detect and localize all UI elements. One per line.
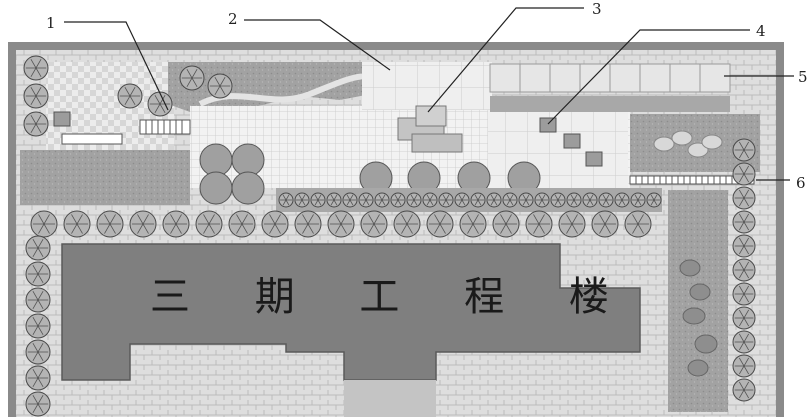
shrub-symbol <box>646 192 662 208</box>
tree-symbol <box>591 210 619 238</box>
shrub-symbol <box>550 192 566 208</box>
tree-symbol <box>732 162 756 186</box>
shrub-row-top-right <box>490 96 730 112</box>
shrub-symbol <box>342 192 358 208</box>
shrub-symbol <box>486 192 502 208</box>
callout-1: 1 <box>46 14 56 32</box>
tree-column-right <box>732 138 756 402</box>
large-trees <box>199 143 541 205</box>
tree-symbol <box>25 313 51 339</box>
tree-symbol <box>23 111 49 137</box>
leader-3 <box>427 7 584 113</box>
shrub-symbol <box>438 192 454 208</box>
shrub-symbol <box>598 192 614 208</box>
tree-symbol <box>732 138 756 162</box>
callout-4: 4 <box>756 22 766 40</box>
tree-symbol <box>327 210 355 238</box>
shrub-symbol <box>294 192 310 208</box>
shrub-symbol <box>454 192 470 208</box>
shrub-symbol <box>534 192 550 208</box>
shrub-symbol <box>470 192 486 208</box>
callout-5: 5 <box>798 68 808 86</box>
tree-symbol <box>732 282 756 306</box>
shrub-symbol <box>566 192 582 208</box>
tree-symbol <box>732 378 756 402</box>
tree-symbol <box>294 210 322 238</box>
shrub-symbol <box>630 192 646 208</box>
tree-symbol <box>96 210 124 238</box>
shrub-symbol <box>582 192 598 208</box>
tree-symbol <box>732 210 756 234</box>
shrub-symbol <box>358 192 374 208</box>
leader-2 <box>244 19 391 71</box>
tree-symbol <box>459 210 487 238</box>
stepping-stones <box>653 130 723 158</box>
tree-symbol <box>25 235 51 261</box>
pergola-bars <box>489 63 731 93</box>
tree-symbol <box>25 391 51 417</box>
tree-symbol <box>624 210 652 238</box>
tree-symbol <box>63 210 91 238</box>
tree-symbol <box>25 261 51 287</box>
pavilion <box>397 105 463 153</box>
tree-symbol <box>492 210 520 238</box>
tree-symbol <box>30 210 58 238</box>
step-tiles <box>539 117 603 167</box>
tree-cluster-top-left <box>23 55 233 137</box>
leader-4 <box>547 29 750 125</box>
shrub-symbol <box>502 192 518 208</box>
shrub-symbol <box>614 192 630 208</box>
leader-1 <box>64 21 169 111</box>
shrub-symbol <box>374 192 390 208</box>
tree-symbol <box>393 210 421 238</box>
tree-symbol <box>25 365 51 391</box>
flower-bed-right <box>679 259 718 377</box>
tree-symbol <box>25 287 51 313</box>
tree-symbol <box>129 210 157 238</box>
callout-3: 3 <box>592 0 602 18</box>
hedge-shrubs <box>278 192 662 208</box>
shrub-symbol <box>278 192 294 208</box>
shrub-symbol <box>422 192 438 208</box>
tree-symbol <box>147 91 173 117</box>
right-planting-bed <box>668 190 728 412</box>
shrub-symbol <box>406 192 422 208</box>
tree-symbol <box>426 210 454 238</box>
tree-symbol <box>23 83 49 109</box>
tree-symbol <box>228 210 256 238</box>
courtyard-paving <box>344 380 436 417</box>
tree-symbol <box>525 210 553 238</box>
tree-symbol <box>732 306 756 330</box>
tree-symbol <box>360 210 388 238</box>
tree-symbol <box>732 258 756 282</box>
tree-symbol <box>261 210 289 238</box>
tree-symbol <box>25 339 51 365</box>
tree-symbol <box>179 65 205 91</box>
plaza-upper <box>362 62 492 110</box>
shrub-symbol <box>326 192 342 208</box>
top-left-grass-bed <box>20 150 190 205</box>
tree-symbol <box>732 234 756 258</box>
tree-column-left <box>25 235 51 417</box>
tree-symbol <box>732 186 756 210</box>
shrub-symbol <box>518 192 534 208</box>
tree-symbol <box>732 354 756 378</box>
tree-symbol <box>117 83 143 109</box>
tree-symbol <box>207 73 233 99</box>
callout-6: 6 <box>796 174 806 192</box>
tree-row-top <box>30 210 652 238</box>
tree-symbol <box>162 210 190 238</box>
tree-symbol <box>732 330 756 354</box>
tree-symbol <box>23 55 49 81</box>
shrub-symbol <box>310 192 326 208</box>
building-label: 三 期 工 程 楼 <box>150 274 635 320</box>
slatted-bench <box>53 111 191 145</box>
tree-symbol <box>195 210 223 238</box>
callout-2: 2 <box>228 10 238 28</box>
shrub-symbol <box>390 192 406 208</box>
callout-leaders <box>64 7 794 181</box>
tree-symbol <box>558 210 586 238</box>
